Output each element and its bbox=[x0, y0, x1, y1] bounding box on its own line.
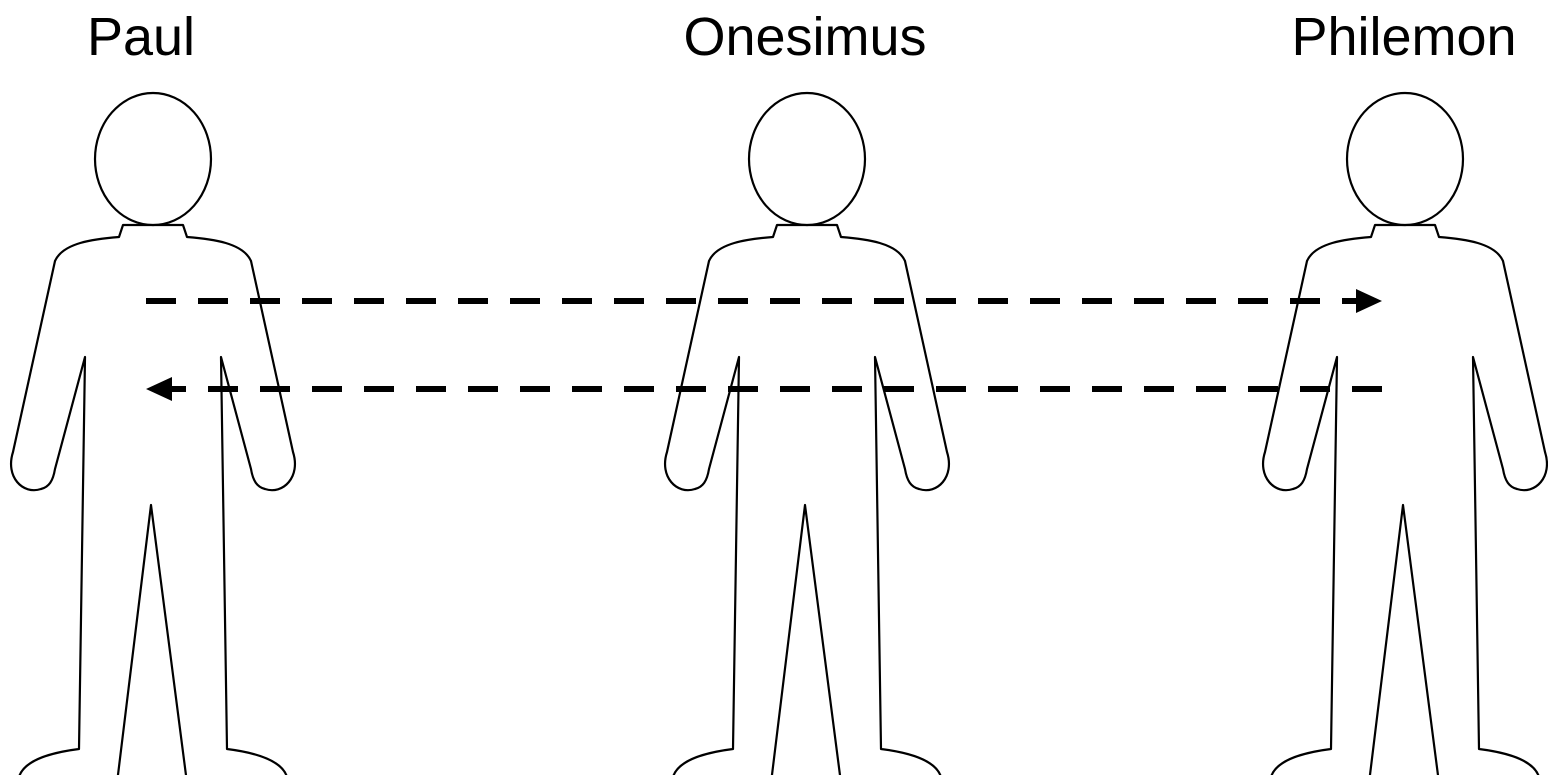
person-figure-philemon bbox=[1263, 93, 1547, 775]
person-figure-paul bbox=[11, 93, 295, 775]
person-figure-onesimus bbox=[665, 93, 949, 775]
